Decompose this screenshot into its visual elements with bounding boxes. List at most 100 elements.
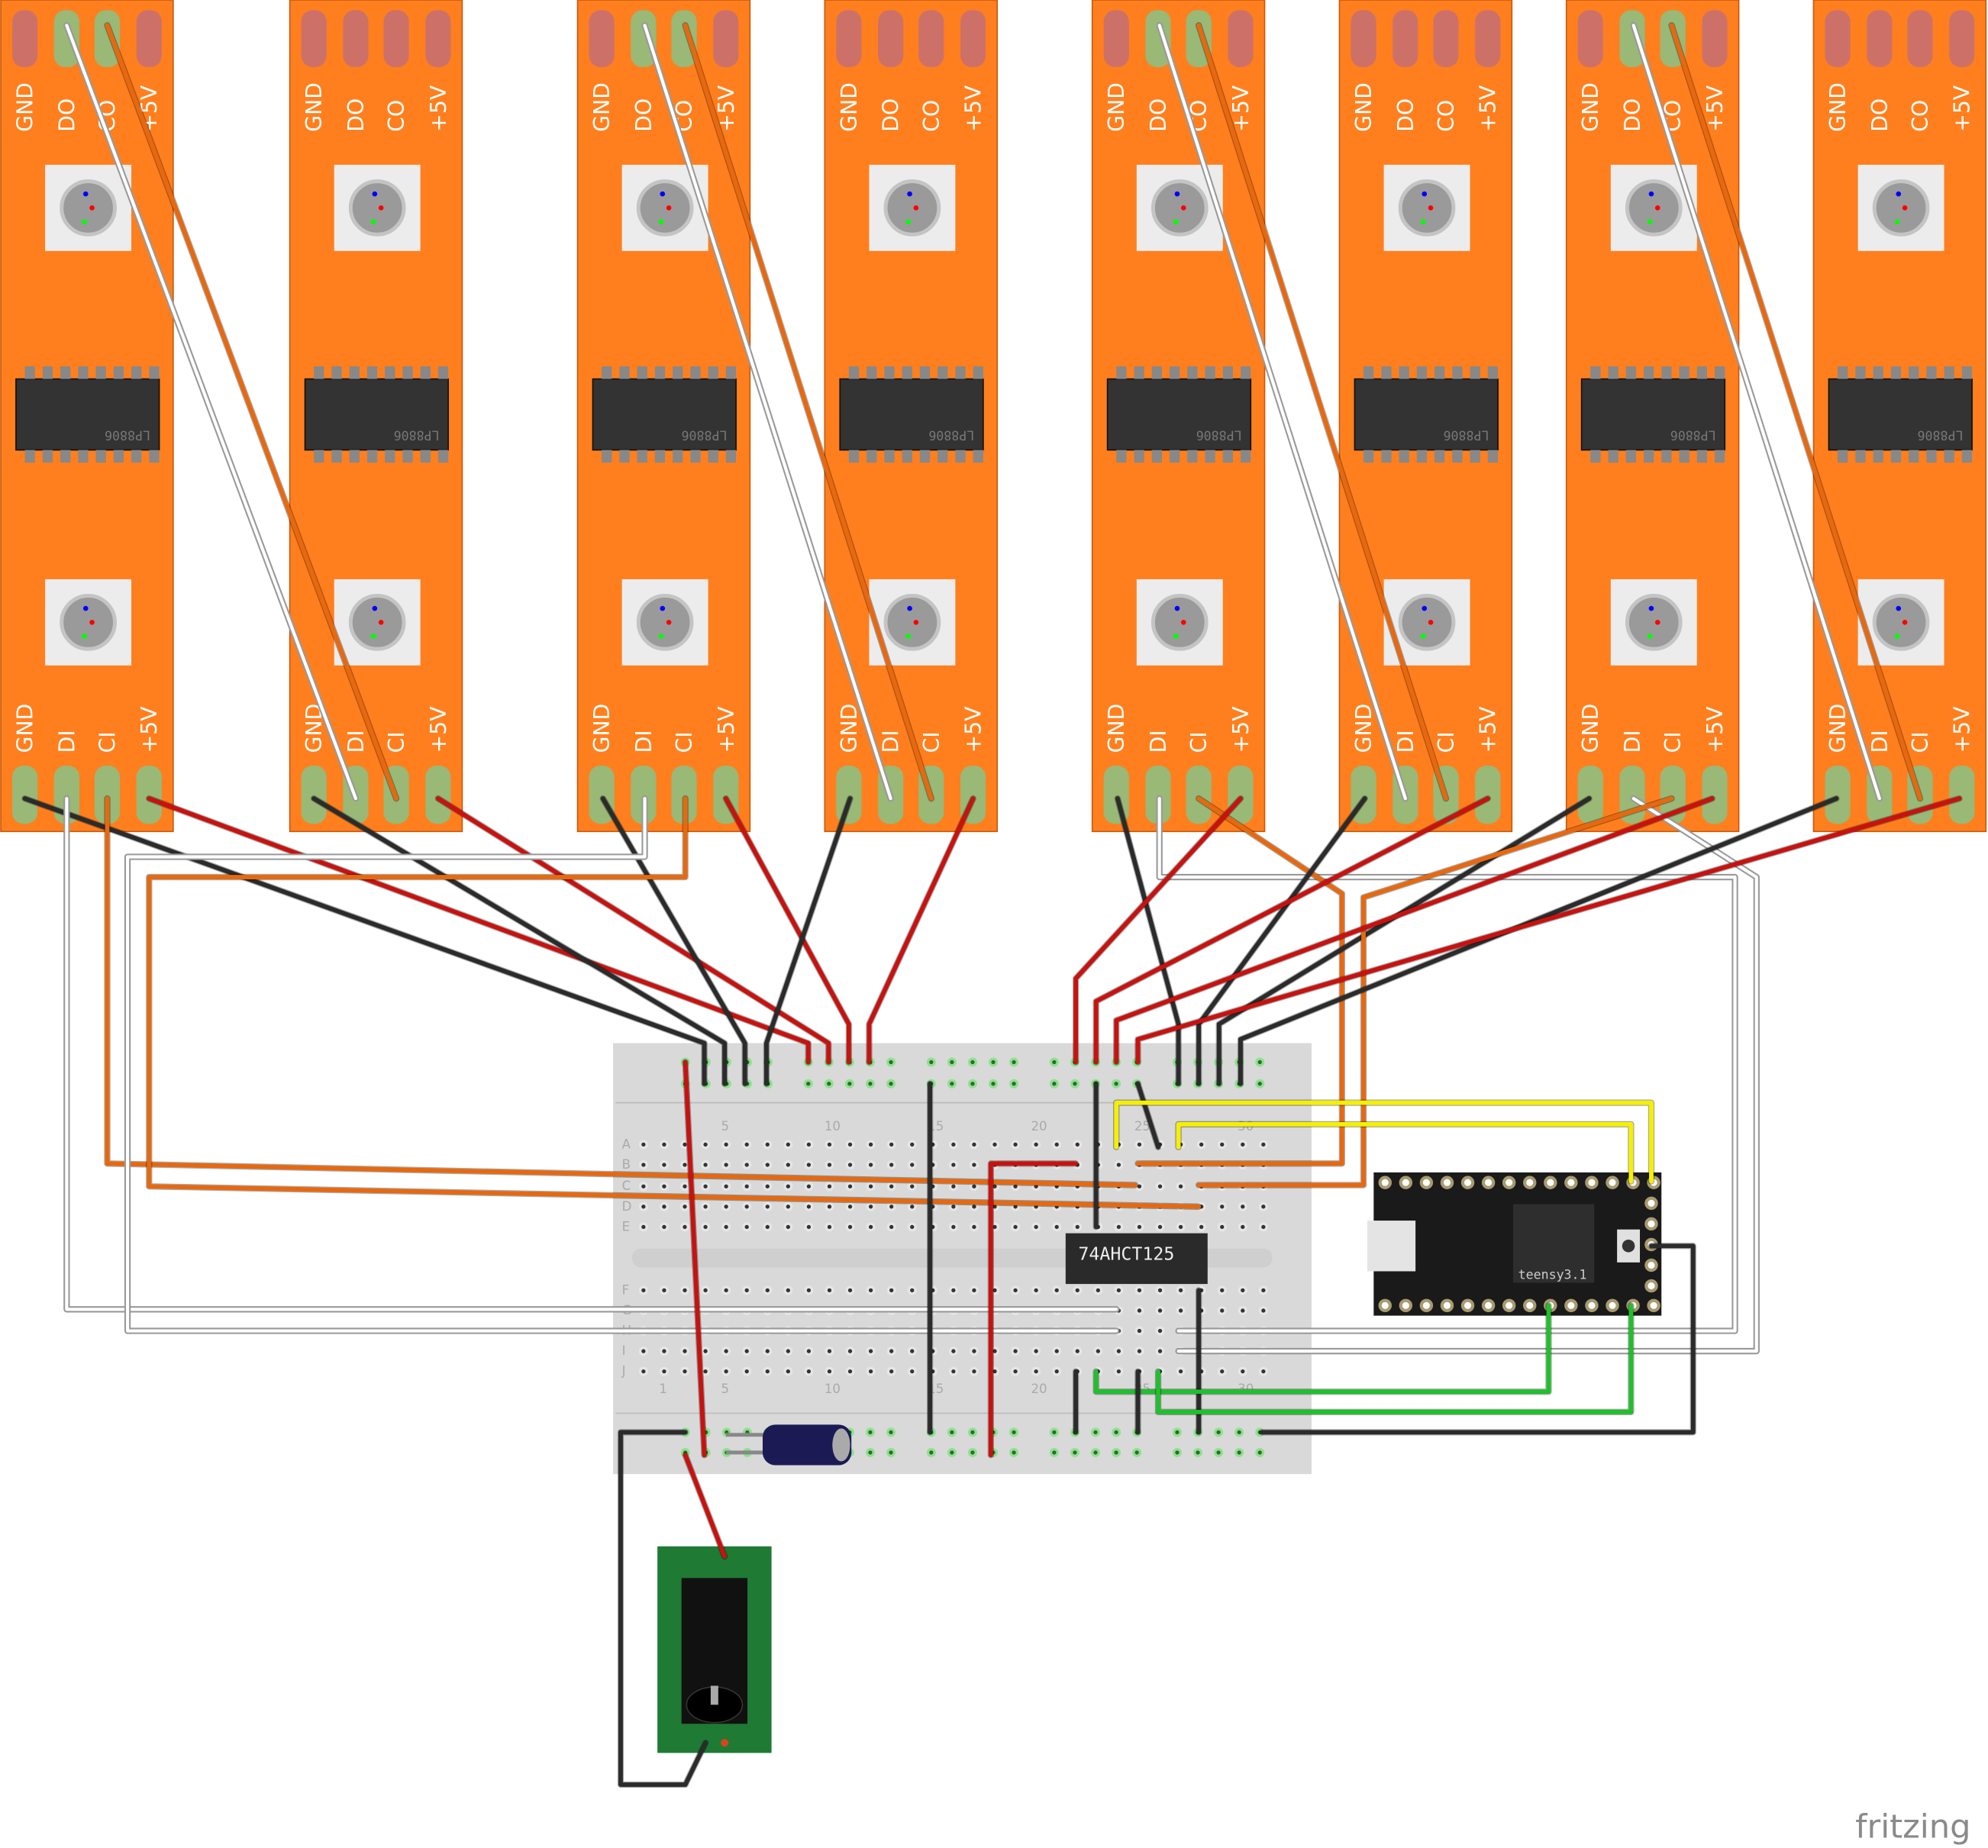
- rail-hole[interactable]: [1234, 1447, 1244, 1457]
- power-wire[interactable]: [1092, 795, 1491, 1066]
- breadboard-hole[interactable]: [659, 1346, 669, 1356]
- breadboard-hole[interactable]: [804, 1140, 814, 1150]
- breadboard-hole[interactable]: [948, 1222, 958, 1232]
- teensy-pin[interactable]: [1460, 1176, 1475, 1189]
- breadboard-hole[interactable]: [866, 1366, 876, 1376]
- pad-gnd[interactable]: [1103, 10, 1129, 68]
- pad-+5v[interactable]: [1475, 765, 1501, 824]
- breadboard-hole[interactable]: [948, 1140, 958, 1150]
- breadboard-hole[interactable]: [886, 1222, 896, 1232]
- breadboard-hole[interactable]: [680, 1346, 689, 1356]
- breadboard-hole[interactable]: [804, 1201, 814, 1211]
- breadboard-hole[interactable]: [659, 1140, 669, 1150]
- breadboard-hole[interactable]: [886, 1140, 896, 1150]
- breadboard-hole[interactable]: [1093, 1285, 1103, 1295]
- breadboard-hole[interactable]: [659, 1182, 669, 1192]
- teensy-pin[interactable]: [1419, 1176, 1434, 1189]
- breadboard-hole[interactable]: [804, 1222, 814, 1232]
- pad-co[interactable]: [1907, 10, 1933, 68]
- breadboard-hole[interactable]: [886, 1285, 896, 1295]
- breadboard-hole[interactable]: [969, 1346, 979, 1356]
- breadboard-hole[interactable]: [907, 1222, 917, 1232]
- teensy-pin[interactable]: [1399, 1298, 1413, 1313]
- rail-hole[interactable]: [926, 1447, 936, 1457]
- breadboard-hole[interactable]: [680, 1182, 689, 1192]
- breadboard-hole[interactable]: [1052, 1366, 1062, 1376]
- yellow-wire[interactable]: [1113, 1099, 1655, 1185]
- teensy-pin[interactable]: [1460, 1298, 1475, 1313]
- pad-ci[interactable]: [1186, 765, 1212, 824]
- breadboard-hole[interactable]: [969, 1366, 979, 1376]
- breadboard-hole[interactable]: [845, 1285, 855, 1295]
- power-wire[interactable]: [146, 795, 812, 1066]
- breadboard-hole[interactable]: [825, 1201, 834, 1211]
- breadboard-hole[interactable]: [1238, 1305, 1247, 1315]
- rail-hole[interactable]: [1112, 1427, 1121, 1437]
- breadboard-hole[interactable]: [1114, 1285, 1124, 1295]
- ground-wire[interactable]: [1134, 1080, 1162, 1150]
- breadboard-hole[interactable]: [1114, 1160, 1124, 1169]
- breadboard-hole[interactable]: [783, 1346, 793, 1356]
- breadboard-hole[interactable]: [1031, 1346, 1041, 1356]
- pad-+5v[interactable]: [1949, 10, 1975, 68]
- breadboard-hole[interactable]: [969, 1140, 979, 1150]
- pad-+5v[interactable]: [713, 10, 739, 68]
- pad-do[interactable]: [343, 10, 369, 68]
- breadboard-hole[interactable]: [1052, 1285, 1062, 1295]
- ground-wire[interactable]: [617, 1429, 709, 1788]
- breadboard-hole[interactable]: [638, 1346, 648, 1356]
- breadboard-hole[interactable]: [638, 1366, 648, 1376]
- rail-hole[interactable]: [886, 1079, 896, 1088]
- breadboard-hole[interactable]: [638, 1201, 648, 1211]
- pad-co[interactable]: [918, 10, 944, 68]
- teensy-pin[interactable]: [1440, 1298, 1454, 1313]
- pad-di[interactable]: [1145, 765, 1171, 824]
- breadboard-hole[interactable]: [701, 1160, 711, 1169]
- breadboard-hole[interactable]: [763, 1140, 773, 1150]
- breadboard-hole[interactable]: [1155, 1285, 1165, 1295]
- rail-hole[interactable]: [1049, 1079, 1059, 1088]
- power-wire[interactable]: [682, 1452, 728, 1560]
- rail-hole[interactable]: [886, 1057, 896, 1067]
- breadboard-hole[interactable]: [804, 1346, 814, 1356]
- breadboard-hole[interactable]: [886, 1201, 896, 1211]
- breadboard-hole[interactable]: [742, 1201, 752, 1211]
- power-wire[interactable]: [722, 795, 853, 1066]
- rail-hole[interactable]: [926, 1057, 936, 1067]
- rail-hole[interactable]: [1009, 1427, 1019, 1437]
- teensy-pin[interactable]: [1481, 1176, 1496, 1189]
- pad-+5v[interactable]: [1949, 765, 1975, 824]
- pad-gnd[interactable]: [1825, 765, 1851, 824]
- rail-hole[interactable]: [1091, 1447, 1100, 1457]
- pad-gnd[interactable]: [11, 10, 38, 68]
- breadboard-hole[interactable]: [825, 1182, 834, 1192]
- pad-+5v[interactable]: [425, 10, 451, 68]
- rail-hole[interactable]: [1255, 1079, 1265, 1088]
- teensy-pin[interactable]: [1378, 1176, 1392, 1189]
- breadboard-hole[interactable]: [638, 1160, 648, 1169]
- breadboard-hole[interactable]: [1134, 1285, 1144, 1295]
- breadboard-hole[interactable]: [845, 1160, 855, 1169]
- clock-wire[interactable]: [104, 22, 400, 802]
- pad-+5v[interactable]: [1702, 765, 1728, 824]
- teensy-pin[interactable]: [1644, 1279, 1658, 1293]
- breadboard-hole[interactable]: [1155, 1326, 1165, 1336]
- pad-gnd[interactable]: [301, 765, 327, 824]
- breadboard-hole[interactable]: [638, 1140, 648, 1150]
- power-wire[interactable]: [434, 795, 832, 1066]
- breadboard-hole[interactable]: [1217, 1305, 1227, 1315]
- data-wire[interactable]: [63, 22, 360, 802]
- breadboard-hole[interactable]: [969, 1160, 979, 1169]
- rail-hole[interactable]: [1172, 1447, 1182, 1457]
- yellow-wire[interactable]: [1175, 1121, 1635, 1185]
- breadboard-hole[interactable]: [783, 1160, 793, 1169]
- clock-wire[interactable]: [1668, 22, 1924, 802]
- pad-+5v[interactable]: [1228, 10, 1254, 68]
- clock-wire[interactable]: [1196, 795, 1675, 1188]
- breadboard-hole[interactable]: [721, 1160, 731, 1169]
- rail-hole[interactable]: [1214, 1427, 1224, 1437]
- breadboard-hole[interactable]: [659, 1201, 669, 1211]
- breadboard-hole[interactable]: [1238, 1366, 1247, 1376]
- breadboard-hole[interactable]: [990, 1140, 999, 1150]
- breadboard-hole[interactable]: [825, 1285, 834, 1295]
